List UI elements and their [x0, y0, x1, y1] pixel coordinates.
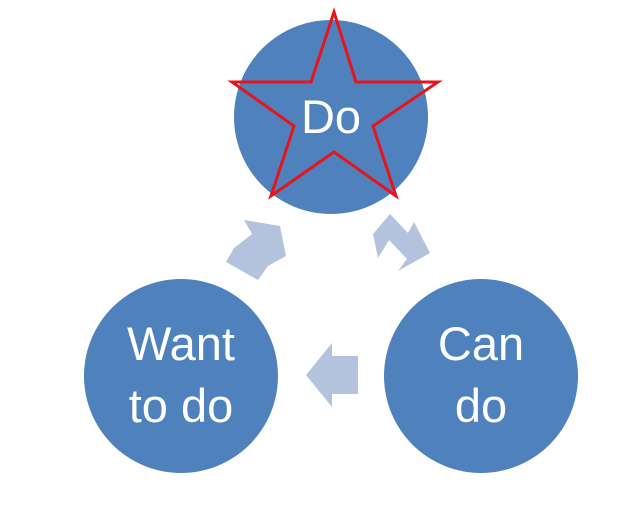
- node-can-do-circle: [384, 279, 578, 473]
- node-want-to-do-label-line-2: to do: [129, 379, 234, 432]
- star-outline-icon: [227, 7, 443, 200]
- node-want-to-do: Want to do: [84, 279, 278, 473]
- node-do: Do: [234, 20, 428, 214]
- node-can-do: Can do: [384, 279, 578, 473]
- arrow-want-to-do-to-do: [226, 220, 286, 280]
- node-want-to-do-circle: [84, 279, 278, 473]
- arrow-do-to-can-do: [373, 214, 430, 271]
- node-want-to-do-label-line-1: Want: [127, 317, 235, 370]
- node-can-do-label-line-1: Can: [438, 317, 524, 370]
- node-can-do-label-line-2: do: [455, 379, 507, 432]
- node-do-label: Do: [301, 90, 361, 143]
- arrow-can-do-to-want-to-do: [306, 343, 358, 407]
